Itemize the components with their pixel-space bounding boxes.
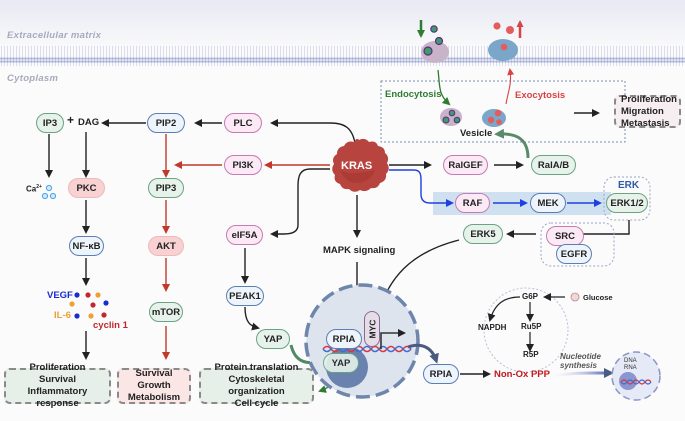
ppp-region <box>483 287 569 373</box>
kras-to-raf-arrow <box>389 169 454 207</box>
endocytosis-arrow <box>437 69 451 106</box>
peak1-to-yap-arrow <box>244 306 260 331</box>
cell-membrane <box>0 46 685 66</box>
node-ralab[interactable]: RalA/B <box>531 155 576 175</box>
kras-label: KRAS <box>341 160 373 172</box>
glucose-icon <box>570 292 580 302</box>
erk-group-label: ERK <box>618 180 640 191</box>
node-raf[interactable]: RAF <box>455 193 490 213</box>
node-rpia-nucleus[interactable]: RPIA <box>326 329 362 349</box>
node-ip3[interactable]: IP3 <box>36 113 64 133</box>
myc-transcription-arrow <box>380 329 406 349</box>
node-egfr[interactable]: EGFR <box>556 244 592 264</box>
trafficking-outcome-box: Proliferation Migration Metastasis <box>614 93 681 129</box>
non-ox-ppp-label: Non-Ox PPP <box>494 369 550 380</box>
nucleotide-synthesis-label: Nucleotide synthesis <box>560 352 601 370</box>
node-erk5[interactable]: ERK5 <box>463 224 503 244</box>
napdh-label: NAPDH <box>478 323 507 332</box>
node-rpia-cytoplasm[interactable]: RPIA <box>423 364 459 384</box>
exocytosis-label: Exocytosis <box>515 90 566 101</box>
src-egfr-group <box>540 222 615 267</box>
outcome-text: Proliferation <box>29 362 86 373</box>
pi3k-outcome-box: Survival Growth Metabolism <box>117 368 191 404</box>
vesicle-label: Vesicle <box>460 128 493 139</box>
extracellular-label: Extracellular matrix <box>7 30 102 41</box>
outcome-text: Cell cycle <box>234 398 279 409</box>
kras-node[interactable] <box>332 138 389 192</box>
node-peak1[interactable]: PEAK1 <box>226 286 264 306</box>
node-plc[interactable]: PLC <box>224 113 262 133</box>
g6p-label: G6P <box>522 292 539 301</box>
node-akt[interactable]: AKT <box>148 236 184 256</box>
growth-factor-dots <box>69 292 109 319</box>
kras-to-plc-arrow <box>270 119 356 144</box>
dna-text: DNA <box>624 358 637 364</box>
extracellular-region <box>0 0 685 48</box>
eif5a-outcome-box: Protein translation Cytoskeletal organiz… <box>199 362 314 409</box>
myc-text: MYC <box>367 319 378 339</box>
kras-to-eif5a-arrow <box>270 168 330 238</box>
nucleotide-text: Nucleotide <box>560 352 601 361</box>
node-pkc[interactable]: PKC <box>68 178 105 198</box>
r5p-label: R5P <box>523 350 539 359</box>
outcome-text: Protein translation <box>214 362 299 373</box>
calcium-ion <box>45 184 53 192</box>
plus-sign: + <box>67 113 75 127</box>
outcome-text: Growth <box>137 380 171 391</box>
endocytosis-label: Endocytosis <box>385 89 442 100</box>
node-pip2[interactable]: PIP2 <box>147 113 185 133</box>
vesicle-box <box>380 80 626 143</box>
node-erk12[interactable]: ERK1/2 <box>606 193 648 213</box>
node-src[interactable]: SRC <box>546 226 584 246</box>
node-eif5a[interactable]: eIF5A <box>226 225 263 245</box>
node-yap-nucleus[interactable]: YAP <box>323 353 359 373</box>
dag-label: DAG <box>78 117 100 128</box>
exocytosis-arrow <box>505 68 515 105</box>
node-pip3[interactable]: PIP3 <box>148 178 184 198</box>
calcium-label: Ca2+ <box>26 184 42 194</box>
cytoplasm-label: Cytoplasm <box>7 73 59 84</box>
node-myc[interactable]: MYC <box>364 311 380 347</box>
node-pi3k[interactable]: PI3K <box>224 155 262 175</box>
ral-to-vesicle-arrow <box>494 128 530 159</box>
ru5p-label: Ru5P <box>521 322 542 331</box>
node-yap-cytoplasm[interactable]: YAP <box>256 329 290 349</box>
nucleotide-synthesis-arrow <box>547 367 614 380</box>
node-mek[interactable]: MEK <box>530 193 566 213</box>
plc-outcome-box: Proliferation Survival Inflammatory resp… <box>4 362 111 409</box>
synthesis-text: synthesis <box>560 361 597 370</box>
glucose-label: Glucose <box>583 293 613 302</box>
nucleus-to-rpia-arrow <box>407 343 439 364</box>
il6-label: IL-6 <box>54 310 71 321</box>
vesicle-exocytic <box>482 109 506 127</box>
node-mtor[interactable]: mTOR <box>149 302 183 322</box>
calcium-text: Ca <box>26 184 37 194</box>
outcome-text: Metastasis <box>621 117 670 129</box>
outcome-text: Survival <box>39 374 76 385</box>
dna-rna-label: DNA RNA <box>624 358 637 372</box>
node-nfkb[interactable]: NF-κB <box>69 236 104 256</box>
rna-text: RNA <box>624 365 637 371</box>
outcome-text: Cytoskeletal organization <box>228 374 285 397</box>
outcome-text: Inflammatory response <box>27 386 88 409</box>
outcome-text: Survival <box>135 368 173 379</box>
calcium-charge: 2+ <box>36 184 42 190</box>
node-ralgef[interactable]: RalGEF <box>443 155 488 175</box>
vegf-label: VEGF <box>47 290 73 301</box>
outcome-text: Metabolism <box>127 392 181 403</box>
g6p-to-napdh-arrow <box>487 296 521 322</box>
outcome-text: Migration <box>621 105 664 117</box>
outcome-text: Proliferation <box>621 93 677 105</box>
erk-group <box>603 176 651 221</box>
mapk-signaling-label: MAPK signaling <box>323 245 396 256</box>
cyclin-label: cyclin 1 <box>93 320 128 331</box>
